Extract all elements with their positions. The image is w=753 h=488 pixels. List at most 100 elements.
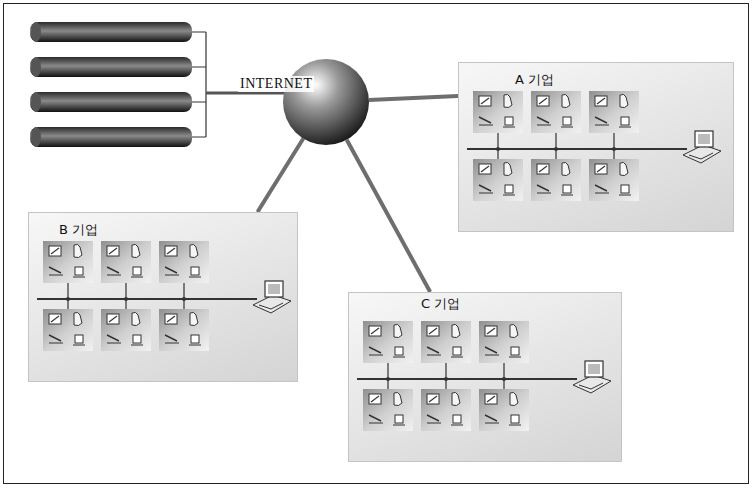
network-link [258, 139, 304, 213]
icon-tile [43, 309, 93, 351]
workstation-icon [159, 309, 209, 351]
desk-line [537, 125, 551, 126]
cylinder-cap [31, 22, 41, 42]
icon-tile [479, 389, 529, 431]
server-screen [268, 284, 280, 294]
device-cube [453, 415, 461, 423]
hand-device [504, 94, 512, 107]
device-cube [511, 347, 519, 355]
icon-tile [159, 309, 209, 351]
desk-line [479, 193, 493, 194]
lan-drop [445, 363, 446, 389]
monitor [107, 314, 119, 324]
server-cylinder [30, 57, 192, 77]
workstation-icon [589, 91, 639, 133]
company-network: B 기업 [28, 212, 298, 382]
desk-line [165, 343, 179, 344]
monitor [595, 96, 607, 106]
lan-tap [612, 147, 616, 151]
cube-base [393, 425, 405, 426]
monitor-glare [51, 248, 59, 254]
desk-line [49, 343, 63, 344]
cylinder-cap [31, 92, 41, 112]
lan-drop [555, 133, 556, 159]
monitor [369, 326, 381, 336]
desk-line [107, 275, 121, 276]
company-network: A 기업 [458, 62, 734, 232]
monitor [479, 164, 491, 174]
server-cylinder [30, 22, 192, 42]
company-heading: B 기업 [59, 221, 98, 239]
monitor-glare [597, 166, 605, 172]
monitor [427, 326, 439, 336]
desk-line [369, 423, 383, 424]
workstation-icon [531, 91, 581, 133]
hand-device [74, 244, 82, 257]
keyboard-line [479, 185, 491, 191]
workstation-icon [159, 241, 209, 283]
workstation-icon [421, 389, 471, 431]
hand-device [510, 324, 518, 337]
cube-base [73, 345, 85, 346]
workstation-icon [43, 241, 93, 283]
keyboard-line [165, 335, 177, 341]
keyboard-line [107, 267, 119, 273]
monitor [595, 164, 607, 174]
monitor-glare [371, 396, 379, 402]
hand-device [510, 392, 518, 405]
icon-tile [473, 159, 523, 201]
keyboard-line [369, 415, 381, 421]
device-cube [191, 335, 199, 343]
workstation-icon [101, 241, 151, 283]
desk-line [165, 275, 179, 276]
icon-tile [531, 159, 581, 201]
server-screen [698, 134, 710, 144]
server-keyboard [259, 303, 283, 309]
hand-device [190, 312, 198, 325]
device-cube [621, 117, 629, 125]
keyboard-line [49, 335, 61, 341]
hand-device [562, 94, 570, 107]
cube-base [509, 425, 521, 426]
monitor [49, 314, 61, 324]
monitor-glare [481, 166, 489, 172]
network-link [369, 96, 458, 100]
keyboard-line [537, 117, 549, 123]
hand-device [132, 312, 140, 325]
workstation-icon [531, 159, 581, 201]
keyboard-line [485, 347, 497, 353]
monitor-glare [429, 396, 437, 402]
workstation-icon [473, 159, 523, 201]
internet-sphere: INTERNET [282, 58, 370, 146]
device-cube [133, 335, 141, 343]
monitor [537, 164, 549, 174]
monitor-glare [429, 328, 437, 334]
desk-line [595, 125, 609, 126]
keyboard-line [369, 347, 381, 353]
network-label: INTERNET [238, 76, 314, 92]
icon-tile [101, 309, 151, 351]
hand-device [74, 312, 82, 325]
device-cube [511, 415, 519, 423]
desk-line [595, 193, 609, 194]
lan-illustration [459, 63, 735, 233]
hand-device [190, 244, 198, 257]
workstation-icon [479, 389, 529, 431]
desk-line [427, 423, 441, 424]
desk-line [485, 355, 499, 356]
device-cube [395, 415, 403, 423]
monitor [485, 326, 497, 336]
device-cube [191, 267, 199, 275]
monitor-glare [481, 98, 489, 104]
lan-tap [496, 147, 500, 151]
cube-base [619, 127, 631, 128]
sphere [283, 59, 369, 145]
server-base [253, 295, 291, 313]
sphere-outline [282, 58, 370, 146]
lan-tap [444, 377, 448, 381]
server-monitor [585, 361, 603, 377]
hand-device [394, 324, 402, 337]
workstation-icon [479, 321, 529, 363]
device-cube [75, 335, 83, 343]
icon-tile [363, 389, 413, 431]
